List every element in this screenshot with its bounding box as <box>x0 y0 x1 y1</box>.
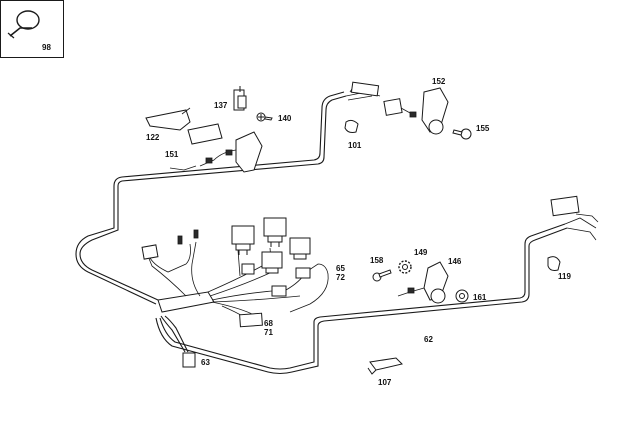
connector-68-71: 68 71 <box>221 305 273 337</box>
callout-161: 161 <box>473 293 487 302</box>
callout-152: 152 <box>432 77 446 86</box>
upper-left-components: 122 137 140 151 <box>145 86 292 173</box>
screw-140: 140 <box>256 112 292 123</box>
connector-right <box>550 195 599 241</box>
screw-158: 158 <box>370 256 392 282</box>
microswitch-151: 151 <box>165 131 263 173</box>
terminal-plug-icon <box>177 229 199 245</box>
connector-plug-c <box>271 285 287 297</box>
microswitch-146: 146 <box>397 257 462 304</box>
connector-plug-b <box>295 267 311 279</box>
switch-cluster <box>383 98 417 118</box>
bracket-122: 122 <box>145 107 191 142</box>
microswitch-152: 152 <box>421 77 449 135</box>
callout-146: 146 <box>448 257 462 266</box>
callout-65: 65 <box>336 264 345 273</box>
callout-62: 62 <box>424 335 433 344</box>
callout-155: 155 <box>476 124 490 133</box>
callout-158: 158 <box>370 256 384 265</box>
relay-cluster: 65 72 <box>231 217 345 297</box>
nut-161: 161 <box>455 289 487 303</box>
callout-122: 122 <box>146 133 160 142</box>
harness-sleeve <box>147 241 329 321</box>
relay-block-1 <box>231 225 255 255</box>
inset-box-cable-tie: 98 <box>0 0 64 58</box>
bolt-155: 155 <box>452 124 490 140</box>
cable-tie-icon <box>7 10 40 39</box>
label-plate <box>187 123 223 145</box>
callout-68: 68 <box>264 319 273 328</box>
callout-107: 107 <box>378 378 392 387</box>
main-harness-wires <box>75 91 568 375</box>
switch-137: 137 <box>214 86 247 111</box>
callout-72: 72 <box>336 273 345 282</box>
callout-140: 140 <box>278 114 292 123</box>
clip-101: 101 <box>344 119 362 150</box>
callout-63: 63 <box>201 358 210 367</box>
callout-119: 119 <box>558 272 571 281</box>
clip-119: 119 <box>547 256 571 281</box>
relay-block-2 <box>263 217 287 247</box>
gear-nut-149: 149 <box>398 248 428 274</box>
right-components: 119 <box>547 195 599 281</box>
bracket-107: 107 <box>367 357 403 387</box>
connector-top <box>345 81 381 101</box>
callout-149: 149 <box>414 248 428 257</box>
middle-right-components: 158 149 146 161 62 <box>370 248 487 344</box>
callout-137: 137 <box>214 101 228 110</box>
callout-101: 101 <box>348 141 362 150</box>
connector-plug-a <box>241 263 255 275</box>
callout-151: 151 <box>165 150 179 159</box>
relay-block-3 <box>261 251 283 274</box>
plug-63: 63 <box>182 352 210 368</box>
callout-98: 98 <box>42 43 51 52</box>
upper-right-components: 101 152 155 <box>344 77 490 150</box>
callout-71: 71 <box>264 328 273 337</box>
relay-block-4 <box>289 237 311 260</box>
left-connector <box>141 229 199 273</box>
